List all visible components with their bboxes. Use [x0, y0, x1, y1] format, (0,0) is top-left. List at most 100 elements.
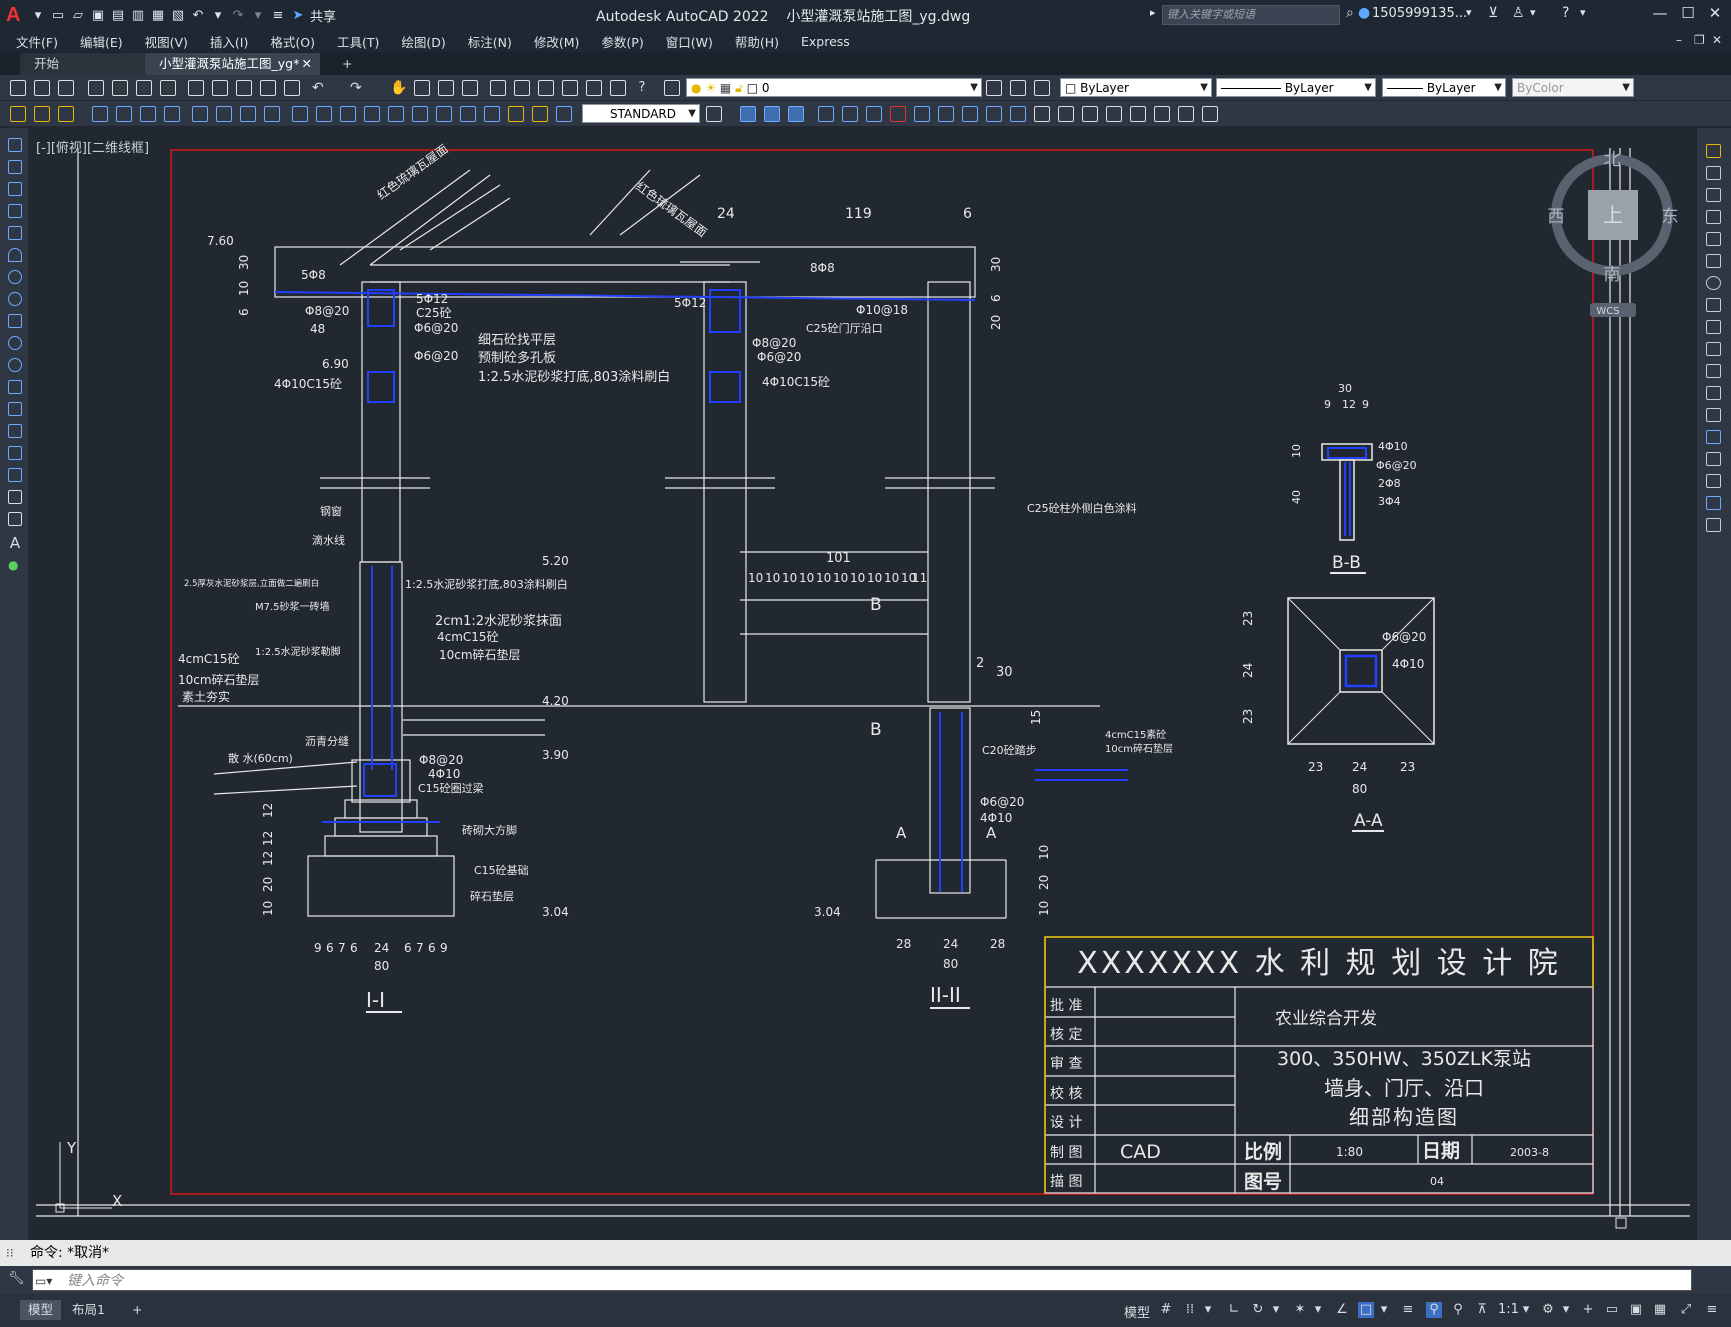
calculator-icon[interactable]	[610, 80, 626, 96]
tab-start[interactable]: 开始	[20, 53, 145, 75]
share-drawing-icon[interactable]: ▦	[151, 7, 165, 23]
save-icon[interactable]: ▣	[91, 7, 105, 23]
dim-edit-icon[interactable]	[508, 106, 524, 122]
menu-insert[interactable]: 插入(I)	[209, 34, 249, 50]
ellipse-arc-icon[interactable]	[8, 358, 22, 372]
offset-icon[interactable]	[1706, 210, 1721, 224]
undo-dropdown-icon[interactable]: ▾	[214, 7, 222, 23]
hatch-icon[interactable]	[8, 446, 22, 460]
doc-minimize-icon[interactable]: –	[1676, 33, 1682, 47]
command-prompt-icon[interactable]: ▭▾	[35, 1274, 53, 1288]
help-icon[interactable]: ?	[1562, 5, 1570, 21]
plot-icon-tb[interactable]	[88, 80, 104, 96]
dim-diameter-icon[interactable]	[240, 106, 256, 122]
dim-continue-icon[interactable]	[340, 106, 356, 122]
copy-icon[interactable]	[212, 80, 228, 96]
snap-icon[interactable]: ⁞⁞	[1185, 1302, 1195, 1317]
help-dropdown-icon[interactable]: ▾	[1580, 6, 1586, 19]
add-layout-button[interactable]: +	[132, 1302, 143, 1317]
trim-icon[interactable]	[1706, 342, 1721, 356]
dim-arc-icon[interactable]	[140, 106, 156, 122]
cut-icon[interactable]	[188, 80, 204, 96]
ucs-zaxis-icon[interactable]	[1178, 106, 1194, 122]
properties-icon[interactable]	[490, 80, 506, 96]
share-label[interactable]: 共享	[310, 9, 337, 25]
preview-icon[interactable]	[112, 80, 128, 96]
ucs-3point-icon[interactable]	[1202, 106, 1218, 122]
new-tab-button[interactable]: +	[342, 56, 353, 71]
object-snap-icon[interactable]: □	[1358, 1302, 1374, 1318]
inspect-icon[interactable]	[460, 106, 476, 122]
mtext-icon[interactable]: A	[9, 534, 21, 552]
clean-screen-icon[interactable]: ⤢	[1680, 1302, 1692, 1317]
jogged-linear-icon[interactable]	[484, 106, 500, 122]
cart-icon[interactable]: ⊻	[1488, 5, 1499, 21]
wcs-label[interactable]: WCS	[1596, 306, 1619, 317]
quick-properties-icon[interactable]: ▣	[1629, 1302, 1643, 1317]
publish-icon[interactable]	[136, 80, 152, 96]
menu-tools[interactable]: 工具(T)	[336, 34, 380, 50]
block-editor-icon[interactable]	[284, 80, 300, 96]
edit2-icon[interactable]	[34, 106, 50, 122]
maximize-icon[interactable]: ☐	[1681, 4, 1695, 22]
help-search-input[interactable]: 键入关键字或短语	[1162, 5, 1340, 25]
viewcube-ring[interactable]	[1551, 154, 1673, 276]
menu-format[interactable]: 格式(O)	[270, 34, 315, 50]
lock-ui-icon[interactable]: ▦	[1653, 1302, 1667, 1317]
dim-style-dropdown[interactable]: STANDARD ▼	[582, 104, 700, 123]
insert-block-icon[interactable]	[8, 380, 22, 394]
dim-aligned-icon[interactable]	[116, 106, 132, 122]
autocad-logo-icon[interactable]: A	[6, 4, 21, 26]
command-grip-icon[interactable]: ⁝⁝	[6, 1246, 14, 1260]
menu-window[interactable]: 窗口(W)	[665, 34, 713, 50]
move-icon[interactable]	[1706, 254, 1721, 268]
grip-square[interactable]	[1615, 1217, 1627, 1229]
menu-file[interactable]: 文件(F)	[16, 34, 58, 50]
erase-icon[interactable]	[1706, 144, 1721, 158]
region-icon[interactable]	[8, 490, 22, 504]
ucs-face-icon[interactable]	[1082, 106, 1098, 122]
polar-dropdown-icon[interactable]: ▾	[1272, 1302, 1280, 1317]
workspace-dropdown-icon[interactable]: ▾	[1562, 1302, 1570, 1317]
dim-text-edit-icon[interactable]	[532, 106, 548, 122]
3d-print-icon[interactable]	[160, 80, 176, 96]
polygon-icon[interactable]	[8, 204, 22, 218]
ellipse-icon[interactable]	[8, 336, 22, 350]
annotation-monitor-icon[interactable]: +	[1582, 1302, 1594, 1317]
draworder-back-icon[interactable]	[764, 106, 780, 122]
app-menu-arrow-icon[interactable]: ▾	[34, 7, 42, 23]
viewcube-south[interactable]: 南	[1604, 265, 1621, 285]
draworder-icon[interactable]	[740, 106, 756, 122]
search-icon[interactable]: ⌕	[1346, 5, 1354, 21]
menu-view[interactable]: 视图(V)	[144, 34, 188, 50]
snap-dropdown-icon[interactable]: ▾	[1204, 1302, 1212, 1317]
redo-dropdown-icon[interactable]: ▾	[254, 7, 262, 23]
light-icon[interactable]	[962, 106, 978, 122]
polyline-icon[interactable]	[8, 182, 22, 196]
zoom-realtime-icon[interactable]	[414, 80, 430, 96]
command-input[interactable]: ▭▾ 键入命令	[32, 1269, 1692, 1291]
dim-angular-icon[interactable]	[264, 106, 280, 122]
tab-drawing[interactable]: 小型灌溉泵站施工图_yg*✕	[145, 53, 320, 75]
revcloud-icon[interactable]	[8, 292, 22, 306]
plot-preview-icon[interactable]: ▥	[131, 7, 145, 23]
dim-radius-icon[interactable]	[192, 106, 208, 122]
units-icon[interactable]: ▭	[1605, 1302, 1619, 1317]
osnap-dropdown-icon[interactable]: ▾	[1380, 1302, 1388, 1317]
menu-parametric[interactable]: 参数(P)	[601, 34, 644, 50]
stretch-icon[interactable]	[1706, 320, 1721, 334]
auto-scale-icon[interactable]: ⚲	[1453, 1302, 1463, 1317]
draworder-above-icon[interactable]	[788, 106, 804, 122]
render-icon[interactable]	[914, 106, 930, 122]
annotation-scale-value[interactable]: 1:1	[1498, 1302, 1519, 1317]
viewcube-north[interactable]: 北	[1604, 150, 1621, 170]
customization-icon[interactable]: ≡	[1706, 1302, 1718, 1317]
customize-qat-icon[interactable]: ≡	[272, 7, 284, 23]
plot-icon[interactable]: ▧	[171, 7, 185, 23]
break-at-point-icon[interactable]	[1706, 386, 1721, 400]
group-edit-icon[interactable]	[866, 106, 882, 122]
zoom-window-icon[interactable]	[438, 80, 454, 96]
ucs-prev-icon[interactable]	[1058, 106, 1074, 122]
circle-icon[interactable]	[8, 270, 22, 284]
ucs-world-icon[interactable]	[1034, 106, 1050, 122]
